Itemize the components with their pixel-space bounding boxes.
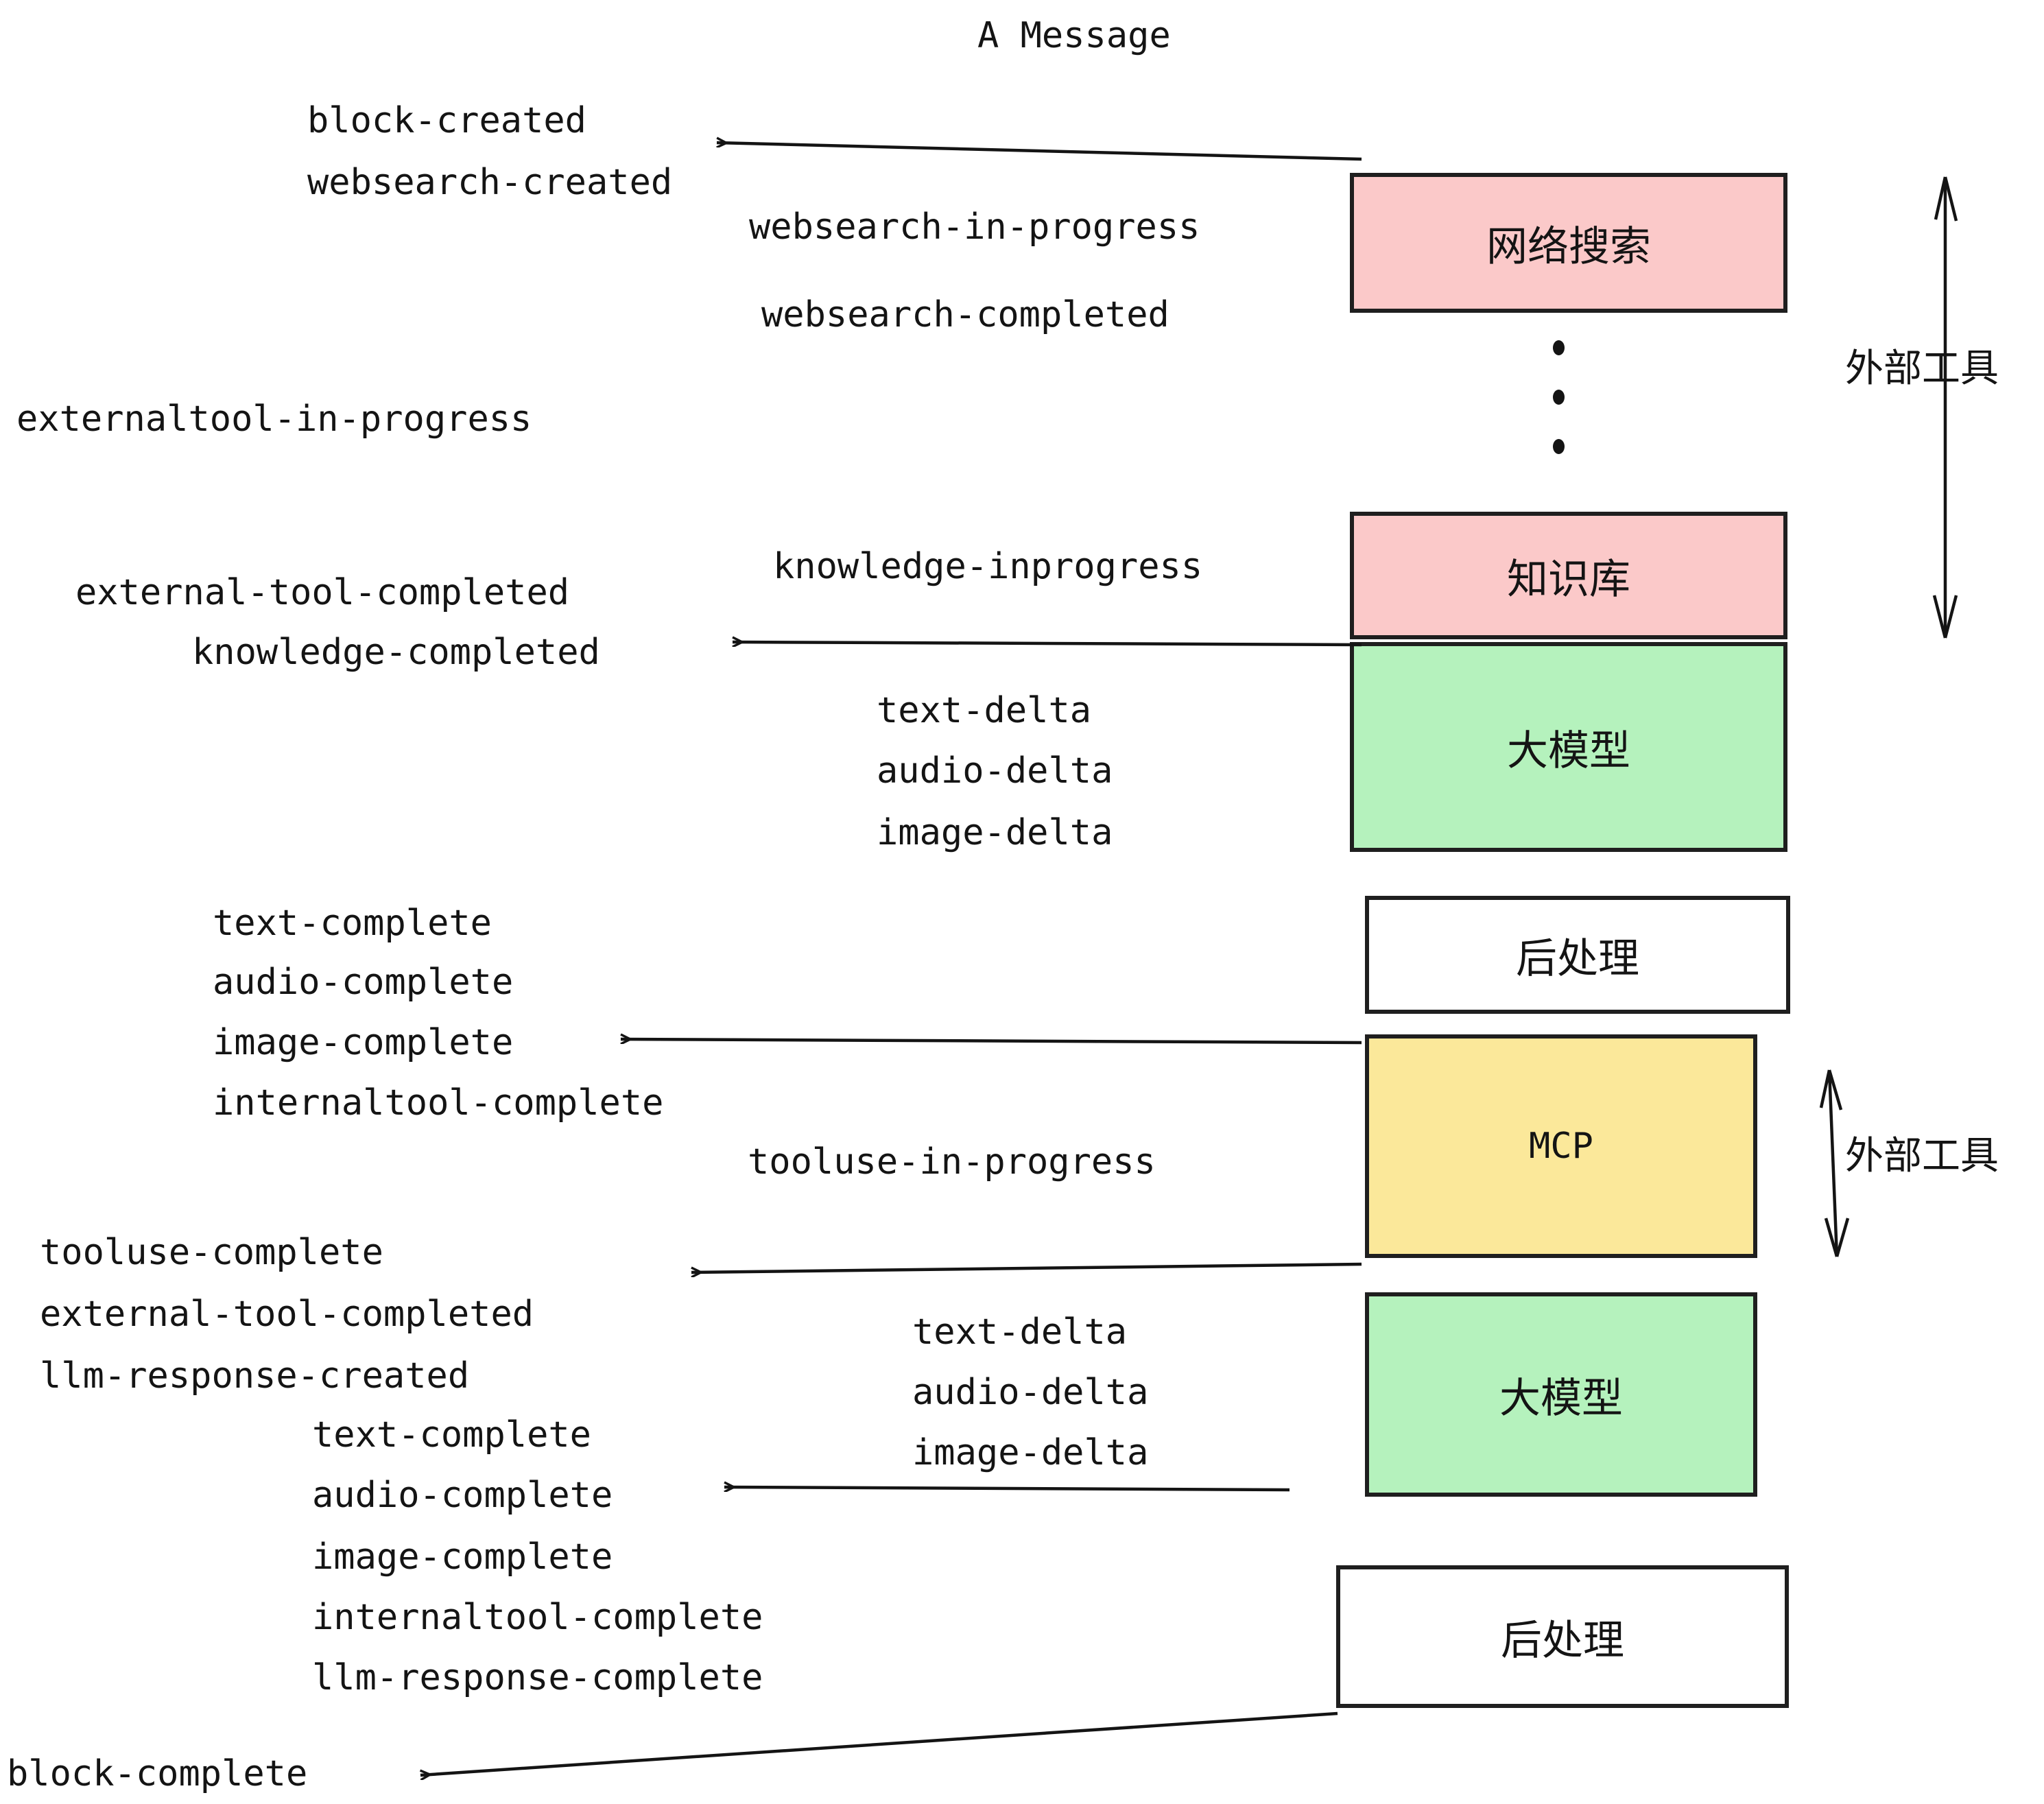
box-llm-second[interactable]: 大模型 xyxy=(1365,1292,1757,1497)
event-audio-complete-2: audio-complete xyxy=(312,1475,613,1516)
event-internaltool-complete-1: internaltool-complete xyxy=(213,1082,664,1124)
box-websearch[interactable]: 网络搜索 xyxy=(1350,173,1787,313)
arrow-knowledge-completed xyxy=(733,642,1362,645)
event-websearch-completed: websearch-completed xyxy=(761,294,1169,335)
event-tooluse-complete: tooluse-complete xyxy=(40,1232,383,1273)
event-image-delta-1: image-delta xyxy=(877,812,1113,853)
box-mcp-label: MCP xyxy=(1529,1126,1593,1167)
event-knowledge-inprogress: knowledge-inprogress xyxy=(773,546,1203,587)
event-tooluse-in-progress: tooluse-in-progress xyxy=(748,1141,1156,1183)
event-audio-complete-1: audio-complete xyxy=(213,962,514,1003)
event-image-delta-2: image-delta xyxy=(912,1432,1149,1473)
ellipsis-dot xyxy=(1552,340,1565,355)
event-external-tool-completed-2: external-tool-completed xyxy=(40,1294,534,1335)
external-tool-label-bottom: 外部工具 xyxy=(1845,1134,1999,1178)
ellipsis-dot xyxy=(1552,390,1565,405)
box-websearch-label: 网络搜索 xyxy=(1486,222,1651,271)
arrow-image-complete xyxy=(621,1039,1362,1045)
event-llm-response-created: llm-response-created xyxy=(40,1355,470,1397)
arrow-audio-complete xyxy=(724,1487,1290,1490)
event-block-created: block-created xyxy=(307,100,586,141)
event-image-complete-2: image-complete xyxy=(312,1536,613,1578)
ellipsis-dot xyxy=(1552,439,1565,454)
box-postprocess-second-label: 后处理 xyxy=(1501,1616,1624,1665)
event-knowledge-completed: knowledge-completed xyxy=(192,632,600,673)
box-postprocess-first[interactable]: 后处理 xyxy=(1365,896,1790,1014)
external-tool-bottom-arrowtail-right xyxy=(1835,1218,1850,1257)
page-title: A Message xyxy=(977,15,1171,56)
external-tool-top-arrowtail-left xyxy=(1932,595,1947,639)
arrow-block-created xyxy=(717,143,1362,161)
box-knowledge-base[interactable]: 知识库 xyxy=(1350,512,1787,639)
box-knowledge-base-label: 知识库 xyxy=(1507,555,1630,604)
box-llm-first-label: 大模型 xyxy=(1507,726,1630,775)
event-internaltool-complete-2: internaltool-complete xyxy=(312,1597,763,1638)
event-audio-delta-2: audio-delta xyxy=(912,1372,1149,1413)
external-tool-top-arrowhead-left xyxy=(1934,176,1947,220)
box-postprocess-first-label: 后处理 xyxy=(1516,934,1639,983)
event-external-tool-completed-1: external-tool-completed xyxy=(75,572,570,613)
event-externaltool-in-progress: externaltool-in-progress xyxy=(16,399,532,440)
box-mcp[interactable]: MCP xyxy=(1365,1034,1757,1258)
event-llm-response-complete: llm-response-complete xyxy=(312,1657,763,1698)
arrow-tooluse-complete xyxy=(691,1262,1362,1272)
event-websearch-created: websearch-created xyxy=(307,162,673,203)
event-text-complete-2: text-complete xyxy=(312,1414,591,1456)
external-tool-bottom-arrowhead-right xyxy=(1827,1069,1843,1111)
external-tool-top-arrowtail-right xyxy=(1943,595,1958,639)
box-postprocess-second[interactable]: 后处理 xyxy=(1336,1565,1789,1708)
external-tool-label-top: 外部工具 xyxy=(1845,346,1999,391)
event-text-delta-2: text-delta xyxy=(912,1312,1128,1353)
event-text-delta-1: text-delta xyxy=(877,690,1092,731)
external-tool-top-arrowhead-right xyxy=(1943,176,1958,222)
event-websearch-in-progress: websearch-in-progress xyxy=(749,206,1200,248)
event-block-complete: block-complete xyxy=(7,1753,308,1794)
arrow-block-complete xyxy=(420,1711,1338,1775)
event-image-complete-1: image-complete xyxy=(213,1022,514,1063)
box-llm-second-label: 大模型 xyxy=(1499,1374,1623,1423)
event-audio-delta-1: audio-delta xyxy=(877,750,1113,792)
box-llm-first[interactable]: 大模型 xyxy=(1350,642,1787,852)
vertical-ellipsis xyxy=(1552,340,1565,454)
external-tool-bottom-axis xyxy=(1827,1069,1839,1257)
event-text-complete-1: text-complete xyxy=(213,903,492,944)
external-tool-bottom-arrowhead-left xyxy=(1819,1069,1831,1108)
external-tool-bottom-arrowtail-left xyxy=(1824,1218,1839,1257)
